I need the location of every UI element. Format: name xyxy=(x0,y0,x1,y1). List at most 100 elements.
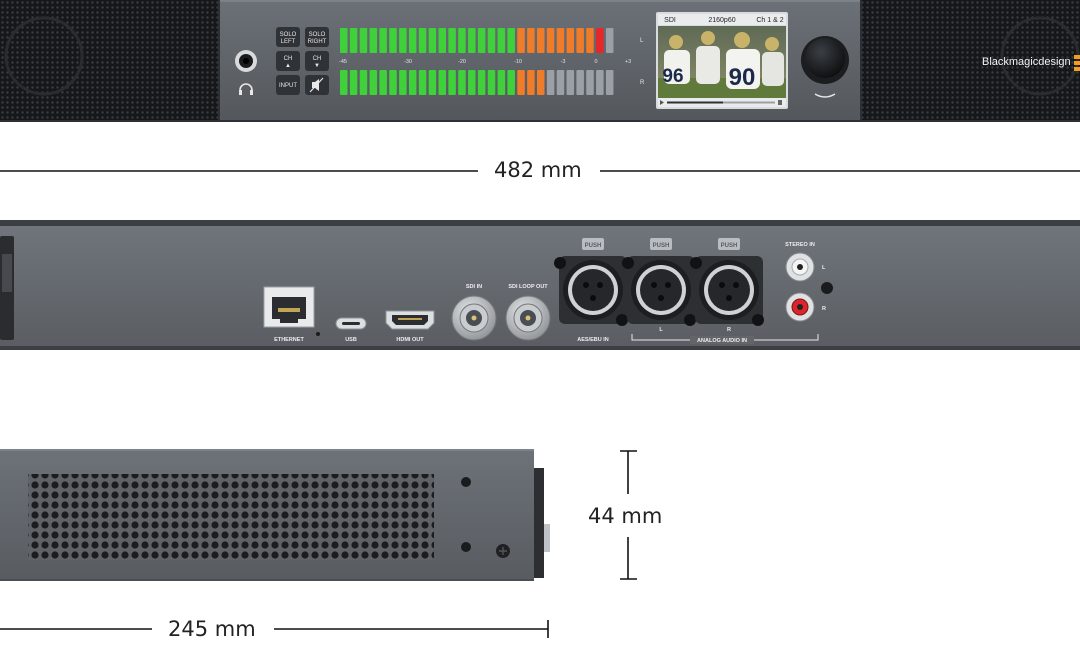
meter-scale-label: -45 xyxy=(339,59,347,65)
side-view xyxy=(0,449,550,581)
hdmi-out-port[interactable] xyxy=(385,310,435,330)
meter-segment xyxy=(428,70,437,95)
meter-segment xyxy=(408,70,417,95)
meter-segment xyxy=(438,70,446,95)
meter-segment xyxy=(576,70,584,95)
right-speaker-grille xyxy=(862,0,1080,120)
meter-segment xyxy=(349,28,358,53)
solo-right-label-2: RIGHT xyxy=(308,39,327,45)
meter-segment xyxy=(605,70,614,95)
control-knob[interactable] xyxy=(801,36,849,98)
meter-segment xyxy=(418,28,427,53)
ethernet-label: ETHERNET xyxy=(274,337,304,343)
sdi-loop-out-bnc-connector[interactable] xyxy=(505,295,551,341)
sdi-in-bnc-connector[interactable] xyxy=(451,295,497,341)
headphones-icon xyxy=(239,83,253,95)
xlr-connectors: PUSH PUSH PUSH xyxy=(554,238,764,326)
stereo-in-label: STEREO IN xyxy=(785,242,815,248)
hdmi-out-label: HDMI OUT xyxy=(396,337,424,343)
input-label: INPUT xyxy=(279,83,297,89)
meter-segment xyxy=(468,28,476,53)
solo-left-label-2: LEFT xyxy=(281,39,296,45)
lcd-speaker-icon xyxy=(778,100,782,105)
dimension-height xyxy=(620,450,637,580)
meter-segment xyxy=(527,70,535,95)
meter-scale-label: 0 xyxy=(594,59,597,65)
meter-segment xyxy=(340,70,348,95)
lcd-format: 2160p60 xyxy=(708,17,735,24)
sdi-loop-out-label: SDI LOOP OUT xyxy=(508,284,548,290)
meter-scale-label: -30 xyxy=(404,59,412,65)
meter-segment xyxy=(497,70,506,95)
meter-channel-l: L xyxy=(640,38,644,44)
left-speaker-ring xyxy=(4,16,84,96)
side-ventilation-holes xyxy=(28,474,434,560)
depth-dimension-label: 245 mm xyxy=(168,617,256,641)
analog-left-xlr-connector[interactable]: PUSH xyxy=(622,238,696,326)
meter-segment xyxy=(537,70,545,95)
usb-label: USB xyxy=(345,337,357,343)
channel-up-button[interactable]: CH ▲ xyxy=(276,51,300,71)
meter-segment xyxy=(576,28,584,53)
xlr-push-label: PUSH xyxy=(653,243,670,249)
rca-left-input[interactable] xyxy=(785,252,815,282)
meter-segment xyxy=(527,28,535,53)
analog-r-label: R xyxy=(727,327,731,333)
meter-segment xyxy=(408,28,417,53)
solo-left-button[interactable]: SOLO LEFT xyxy=(276,27,300,47)
rca-l-label: L xyxy=(822,265,826,271)
ch-down-label-1: CH xyxy=(313,56,322,62)
width-dimension-label: 482 mm xyxy=(494,158,582,182)
input-button[interactable]: INPUT xyxy=(276,75,300,95)
mute-button[interactable] xyxy=(305,75,329,95)
meter-segment xyxy=(349,70,358,95)
meter-segment xyxy=(586,28,594,53)
meter-segment xyxy=(596,28,604,53)
meter-segment xyxy=(596,70,604,95)
front-panel: SOLO LEFT SOLO RIGHT CH ▲ CH ▼ INPUT xyxy=(0,0,1080,122)
meter-channel-r: R xyxy=(640,80,645,86)
analog-right-xlr-connector[interactable]: PUSH xyxy=(690,238,764,326)
xlr-push-label: PUSH xyxy=(585,243,602,249)
solo-right-label-1: SOLO xyxy=(309,32,326,38)
ethernet-port[interactable] xyxy=(263,286,315,328)
meter-segment xyxy=(556,28,565,53)
meter-segment xyxy=(448,28,456,53)
analog-audio-in-label: ANALOG AUDIO IN xyxy=(697,338,747,344)
meter-scale-label: -10 xyxy=(514,59,522,65)
meter-segment xyxy=(468,70,476,95)
lcd-screen: SDI 2160p60 Ch 1 & 2 96 90 xyxy=(656,12,788,109)
meter-segment xyxy=(359,70,368,95)
meter-segment xyxy=(507,28,515,53)
meter-segment xyxy=(428,28,437,53)
meter-segment xyxy=(487,70,496,95)
aes-ebu-xlr-connector[interactable]: PUSH xyxy=(554,238,628,326)
meter-segment xyxy=(605,28,614,53)
meter-segment xyxy=(566,28,575,53)
left-speaker-grille xyxy=(0,0,218,120)
side-rear-bezel xyxy=(534,468,544,578)
analog-l-label: L xyxy=(659,327,663,333)
meter-segment xyxy=(537,28,545,53)
football-players-image: 96 90 xyxy=(662,31,784,91)
lcd-channels: Ch 1 & 2 xyxy=(756,17,783,24)
channel-down-button[interactable]: CH ▼ xyxy=(305,51,329,71)
side-screw-bottom xyxy=(461,542,471,552)
ch-up-label-1: CH xyxy=(284,56,293,62)
rca-right-input[interactable] xyxy=(785,292,815,322)
meter-segment xyxy=(389,70,397,95)
brand-logo-text: Blackmagicdesign xyxy=(982,56,1071,68)
meter-segment xyxy=(566,70,575,95)
solo-right-button[interactable]: SOLO RIGHT xyxy=(305,27,329,47)
meter-segment xyxy=(546,28,555,53)
meter-segment xyxy=(359,28,368,53)
dimension-depth xyxy=(0,620,549,638)
meter-segment xyxy=(546,70,555,95)
meter-segment xyxy=(556,70,565,95)
meter-segment xyxy=(369,28,378,53)
meter-segment xyxy=(389,28,397,53)
meter-segment xyxy=(369,70,378,95)
sdi-in-label: SDI IN xyxy=(466,284,482,290)
jersey-number-left: 96 xyxy=(662,66,683,87)
